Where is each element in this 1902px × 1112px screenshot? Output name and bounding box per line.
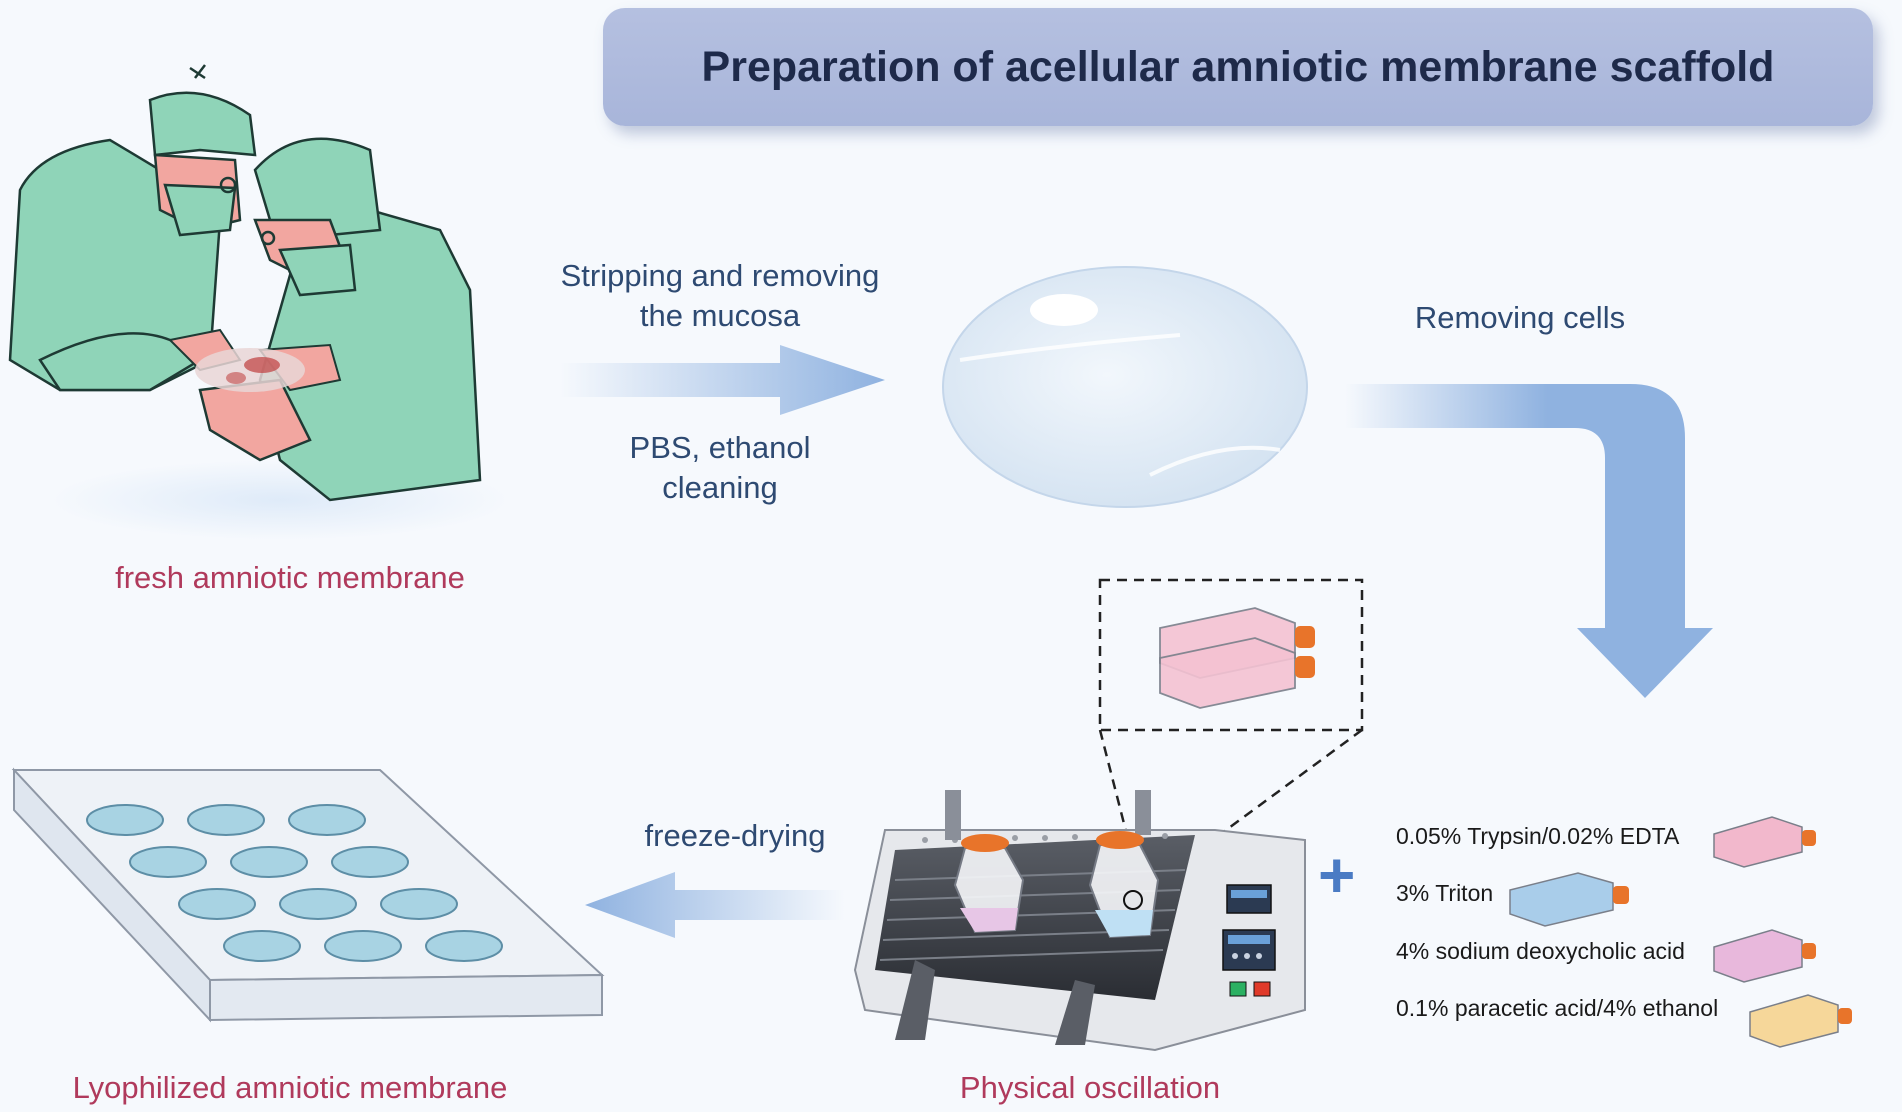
- reagent-paracetic-ethanol: 0.1% paracetic acid/4% ethanol: [1396, 995, 1719, 1021]
- zoom-inset: [1098, 578, 1364, 888]
- step-cleaning-line1: PBS, ethanol: [629, 430, 811, 465]
- arrow-removing-cells: [1345, 384, 1713, 698]
- page-title: Preparation of acellular amniotic membra…: [701, 42, 1775, 91]
- reagent-triton: 3% Triton: [1396, 880, 1494, 906]
- step-removing-cells: Removing cells: [1414, 300, 1626, 335]
- arrow-stripping: [560, 345, 885, 415]
- well-plate-illustration: [11, 767, 605, 1023]
- shaker-flask-right-icon: [1088, 831, 1160, 939]
- arrow-freeze-drying: [585, 872, 845, 938]
- title-banner: Preparation of acellular amniotic membra…: [603, 8, 1873, 126]
- step-cleaning-line2: cleaning: [662, 470, 778, 505]
- step-stripping-line1: Stripping and removing: [560, 258, 880, 293]
- label-lyophilized-membrane: Lyophilized amniotic membrane: [72, 1070, 508, 1105]
- reagent-deoxycholic-acid: 4% sodium deoxycholic acid: [1396, 938, 1685, 964]
- reagent-flask-trypsin-icon: [1713, 816, 1816, 868]
- shaker-machine-illustration: [853, 790, 1306, 1052]
- surgeons-illustration: [8, 64, 510, 540]
- label-fresh-membrane: fresh amniotic membrane: [115, 560, 465, 595]
- step-stripping-line2: the mucosa: [639, 298, 801, 333]
- reagent-flask-paracetic-icon: [1749, 994, 1852, 1048]
- label-physical-oscillation: Physical oscillation: [959, 1070, 1221, 1105]
- reagent-flask-deoxycholic-icon: [1713, 929, 1816, 983]
- plus-icon: +: [1318, 839, 1356, 911]
- reagent-flask-triton-icon: [1509, 872, 1629, 927]
- reagent-trypsin-edta: 0.05% Trypsin/0.02% EDTA: [1396, 823, 1680, 849]
- shaker-flask-left-icon: [953, 834, 1025, 934]
- step-freeze-drying: freeze-drying: [644, 818, 826, 853]
- stacked-flasks-icon: [1159, 607, 1315, 709]
- membrane-disc: [942, 266, 1308, 508]
